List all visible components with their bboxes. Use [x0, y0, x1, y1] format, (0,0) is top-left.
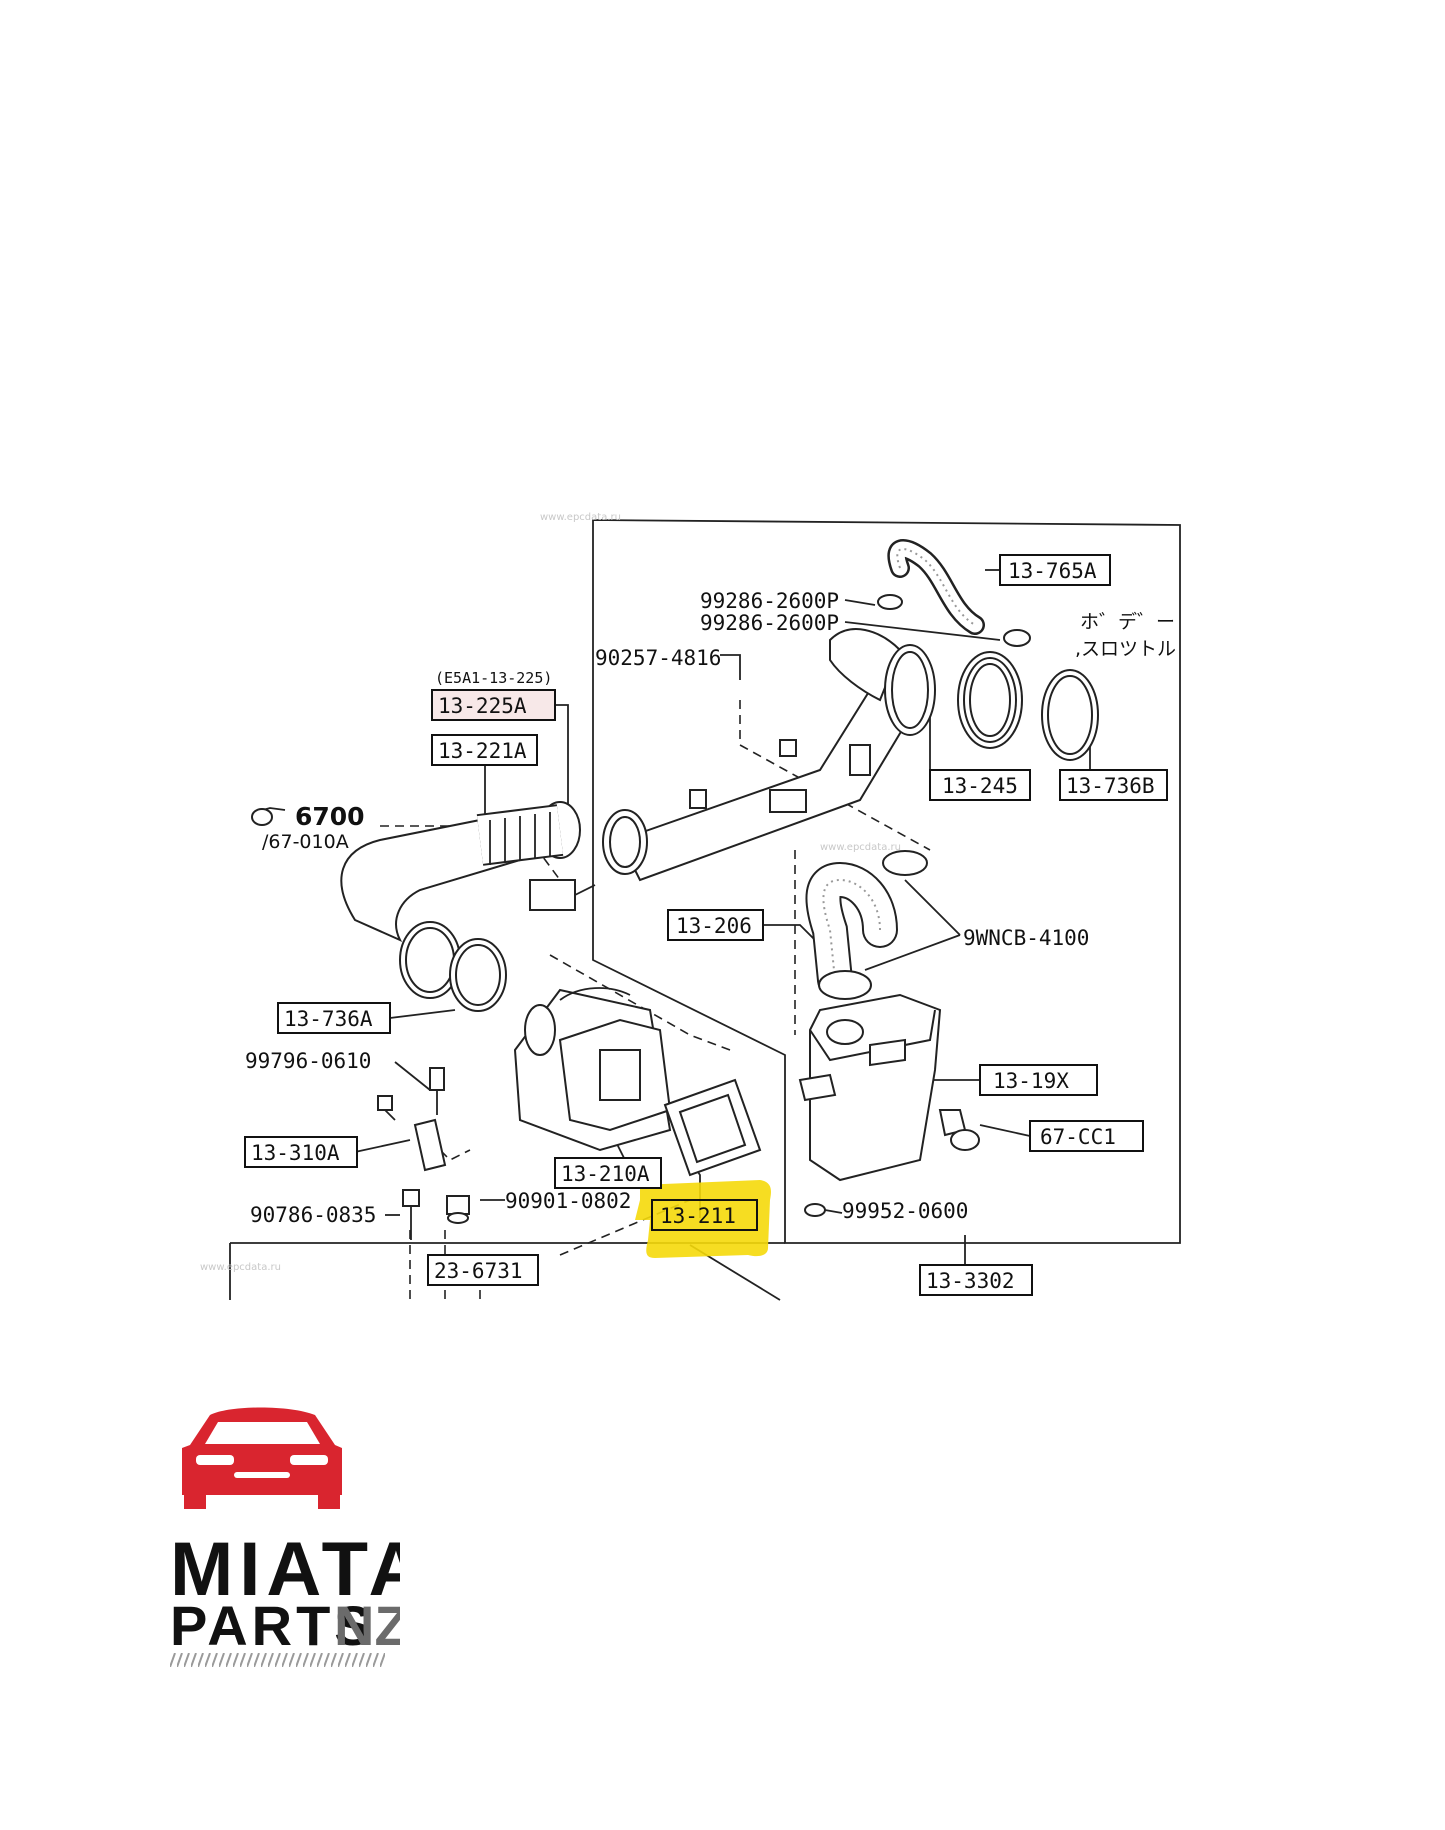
part-throttle-body-210a	[513, 987, 672, 1152]
label-90257-4816: 90257-4816	[595, 646, 721, 670]
svg-text:13-736A: 13-736A	[284, 1007, 373, 1031]
part-hose-765a	[887, 539, 985, 635]
logo-hatch-stripe	[170, 1653, 385, 1667]
label-13-765A: 13-765A	[999, 554, 1111, 586]
part-bolts	[377, 1067, 470, 1240]
svg-text:/67-010A: /67-010A	[262, 831, 349, 853]
svg-text:ホ゛デ゛ー: ホ゛デ゛ー	[1080, 611, 1175, 633]
label-23-6731: 23-6731	[427, 1254, 539, 1286]
label-99286-2600P-a: 99286-2600P	[700, 589, 839, 613]
label-6700: 6700 /67-010A	[251, 802, 365, 853]
part-sensor	[529, 879, 596, 911]
brand-line2-group: PARTS NZ	[170, 1594, 400, 1650]
svg-text:www.epcdata.ru: www.epcdata.ru	[540, 512, 621, 523]
label-13-225A: 13-225A	[431, 689, 556, 721]
part-clamp-736b	[1041, 669, 1099, 761]
part-clamp-736a	[399, 921, 507, 1012]
svg-text:,スロツトル: ,スロツトル	[1075, 638, 1176, 660]
svg-text:6700: 6700	[295, 802, 365, 831]
svg-text:99286-2600P: 99286-2600P	[700, 589, 839, 613]
svg-text:www.epcdata.ru: www.epcdata.ru	[200, 1262, 281, 1273]
svg-text:www.epcdata.ru: www.epcdata.ru	[820, 842, 901, 853]
miata-parts-nz-logo: MIATA PARTS NZ	[170, 1407, 400, 1650]
label-99796-0610: 99796-0610	[245, 1049, 371, 1073]
svg-text:67-CC1: 67-CC1	[1040, 1125, 1116, 1149]
label-90901-0802: 90901-0802	[505, 1189, 631, 1213]
label-13-206: 13-206	[667, 909, 764, 941]
svg-text:90786-0835: 90786-0835	[250, 1203, 376, 1227]
part-hose-221a	[476, 804, 564, 866]
brand-line2: PARTS	[170, 1594, 376, 1650]
svg-text:(E5A1-13-225): (E5A1-13-225)	[435, 669, 552, 687]
svg-text:9WNCB-4100: 9WNCB-4100	[963, 926, 1089, 950]
svg-text:13-19X: 13-19X	[993, 1069, 1069, 1093]
svg-text:99952-0600: 99952-0600	[842, 1199, 968, 1223]
label-13-736A: 13-736A	[277, 1002, 391, 1034]
svg-text:13-245: 13-245	[942, 774, 1018, 798]
svg-text:13-3302: 13-3302	[926, 1269, 1015, 1293]
label-9WNCB-4100: 9WNCB-4100	[963, 926, 1089, 950]
brand-suffix: NZ	[334, 1594, 400, 1650]
label-90786-0835: 90786-0835	[250, 1203, 376, 1227]
note-japanese: ホ゛デ゛ー ,スロツトル	[1075, 611, 1176, 660]
svg-text:13-765A: 13-765A	[1008, 559, 1097, 583]
brand-line1: MIATA	[170, 1527, 400, 1612]
part-hose-245	[957, 651, 1023, 749]
watermarks: www.epcdata.ru www.epcdata.ru www.epcdat…	[200, 512, 901, 1273]
svg-text:13-206: 13-206	[676, 914, 752, 938]
label-13-245: 13-245	[929, 769, 1031, 801]
svg-text:13-225A: 13-225A	[438, 694, 527, 718]
svg-text:13-221A: 13-221A	[438, 739, 527, 763]
label-13-310A: 13-310A	[244, 1136, 358, 1168]
part-bracket-310a	[413, 1118, 447, 1172]
part-hose-206	[805, 850, 928, 1000]
svg-text:13-210A: 13-210A	[561, 1162, 650, 1186]
svg-text:13-736B: 13-736B	[1066, 774, 1155, 798]
svg-text:13-310A: 13-310A	[251, 1141, 340, 1165]
svg-text:90901-0802: 90901-0802	[505, 1189, 631, 1213]
note-e5a1: (E5A1-13-225)	[435, 669, 552, 687]
svg-text:23-6731: 23-6731	[434, 1259, 523, 1283]
svg-text:99286-2600P: 99286-2600P	[700, 611, 839, 635]
label-13-221A: 13-221A	[431, 734, 538, 766]
label-13-736B: 13-736B	[1059, 769, 1168, 801]
label-67-CC1: 67-CC1	[1029, 1120, 1144, 1152]
part-resonator-19x	[798, 993, 980, 1217]
label-13-210A: 13-210A	[554, 1157, 662, 1189]
label-13-19X: 13-19X	[979, 1064, 1098, 1096]
part-intake-pipe	[618, 628, 936, 882]
part-clamp-small	[877, 594, 1031, 647]
part-gasket-211	[663, 1078, 762, 1177]
label-13-211: 13-211	[651, 1199, 758, 1231]
label-99952-0600: 99952-0600	[842, 1199, 968, 1223]
label-13-3302: 13-3302	[919, 1264, 1033, 1296]
svg-text:90257-4816: 90257-4816	[595, 646, 721, 670]
label-99286-2600P-b: 99286-2600P	[700, 611, 839, 635]
svg-text:13-211: 13-211	[660, 1204, 736, 1228]
car-icon	[182, 1407, 342, 1509]
svg-text:99796-0610: 99796-0610	[245, 1049, 371, 1073]
